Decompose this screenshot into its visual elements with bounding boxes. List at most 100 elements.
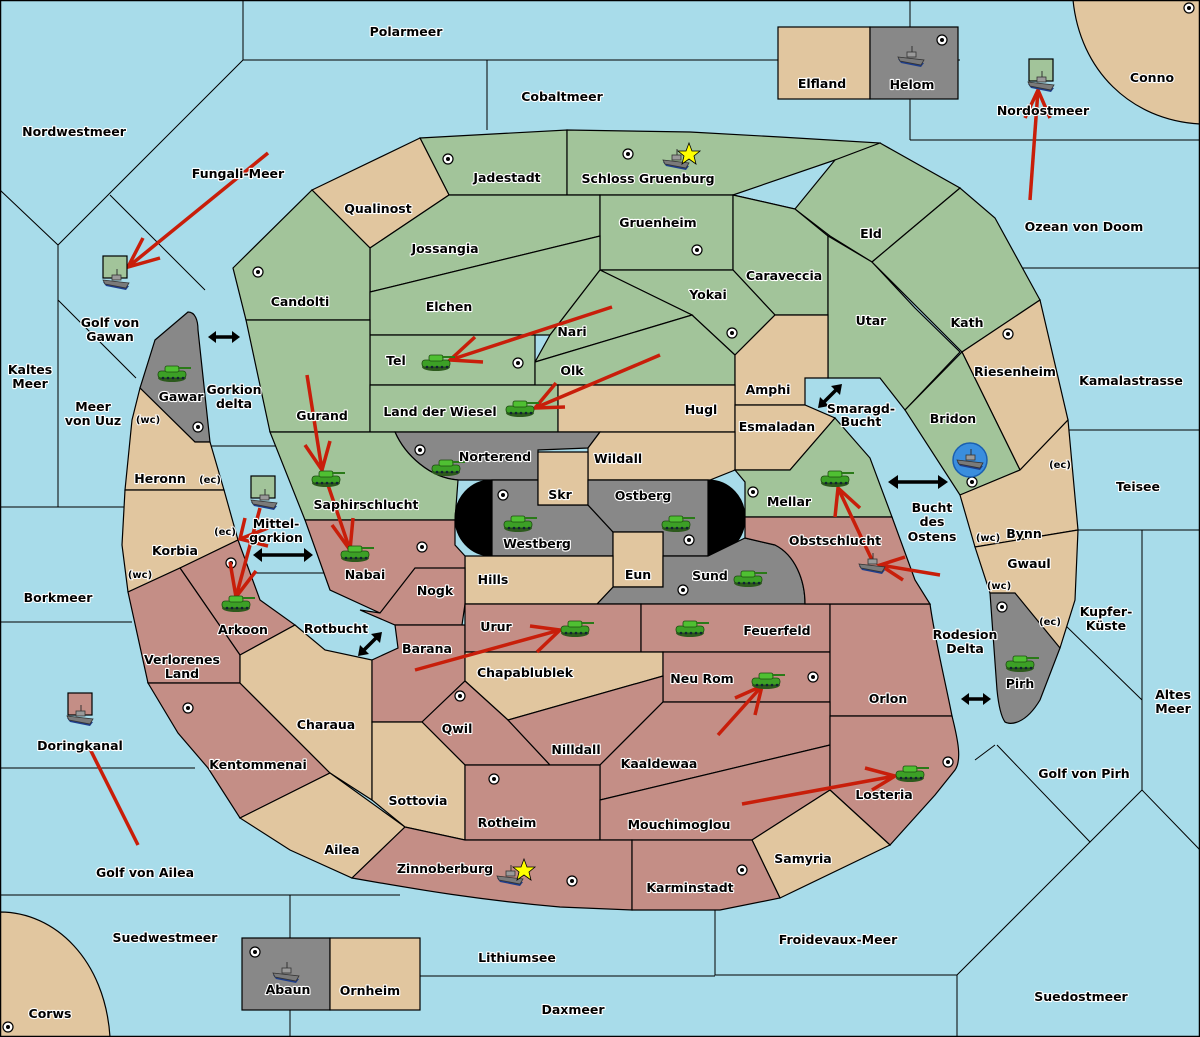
- province-label[interactable]: Zinnoberburg: [396, 860, 494, 877]
- province-label[interactable]: Schloss Gruenburg: [580, 170, 715, 187]
- sea-label[interactable]: Meer: [11, 375, 50, 392]
- sea-label[interactable]: Altes: [1154, 686, 1192, 703]
- coast-label-ec[interactable]: (ec): [198, 474, 222, 487]
- sea-label[interactable]: Rotbucht: [303, 620, 370, 637]
- province-label[interactable]: Mouchimoglou: [626, 816, 731, 833]
- sea-label[interactable]: Küste: [1085, 617, 1127, 634]
- province-label[interactable]: Conno: [1129, 69, 1176, 86]
- province-label[interactable]: Jossangia: [409, 240, 479, 257]
- sea-label[interactable]: Fungali-Meer: [191, 165, 286, 182]
- province-label[interactable]: Eun: [624, 566, 653, 583]
- sea-label[interactable]: Suedwestmeer: [111, 929, 219, 946]
- province-label[interactable]: Hugl: [684, 401, 719, 418]
- coast-label-wc[interactable]: (wc): [135, 414, 161, 427]
- sea-label[interactable]: Nordostmeer: [996, 102, 1091, 119]
- province-label[interactable]: Charaua: [296, 716, 357, 733]
- province-label[interactable]: Wildall: [593, 450, 644, 467]
- province-label[interactable]: Yokai: [687, 286, 728, 303]
- sea-label[interactable]: Meer: [74, 398, 113, 415]
- province-label[interactable]: Urur: [479, 618, 513, 635]
- sea-label[interactable]: Froidevaux-Meer: [778, 931, 900, 948]
- sea-label[interactable]: Gawan: [85, 328, 135, 345]
- province-label[interactable]: Kath: [949, 314, 984, 331]
- province-label[interactable]: Elfland: [797, 75, 848, 92]
- sea-label[interactable]: Gorkion: [205, 381, 262, 398]
- province-label[interactable]: Nogk: [416, 582, 455, 599]
- sea-label[interactable]: Ostens: [906, 528, 957, 545]
- sea-label[interactable]: Doringkanal: [36, 737, 124, 754]
- province-label[interactable]: Obstschlucht: [788, 532, 882, 549]
- province-label[interactable]: Gawar: [157, 388, 205, 405]
- sea-label[interactable]: gorkion: [248, 529, 304, 546]
- province-label[interactable]: Arkoon: [217, 621, 269, 638]
- province-label[interactable]: Corws: [27, 1005, 72, 1022]
- province-mellar[interactable]: [733, 417, 893, 518]
- coast-label-wc[interactable]: (wc): [127, 569, 153, 582]
- province-label[interactable]: Amphi: [744, 381, 791, 398]
- sea-label[interactable]: Meer: [1154, 700, 1193, 717]
- sea-label[interactable]: Suedostmeer: [1033, 988, 1130, 1005]
- province-label[interactable]: Land: [164, 665, 200, 682]
- province-label[interactable]: Barana: [401, 640, 453, 657]
- province-label[interactable]: Feuerfeld: [742, 622, 811, 639]
- sea-label[interactable]: des: [918, 513, 945, 530]
- province-label[interactable]: Qualinost: [343, 200, 413, 217]
- province-label[interactable]: Sund: [691, 567, 729, 584]
- province-label[interactable]: Land der Wiesel: [382, 403, 497, 420]
- province-label[interactable]: Hills: [477, 571, 510, 588]
- sea-label[interactable]: Golf von Pirh: [1037, 765, 1131, 782]
- province-label[interactable]: Nabai: [344, 566, 387, 583]
- sea-label[interactable]: Lithiumsee: [477, 949, 557, 966]
- province-elfland[interactable]: [777, 26, 871, 100]
- province-label[interactable]: Utar: [855, 312, 889, 329]
- sea-label[interactable]: Golf von Ailea: [95, 864, 195, 881]
- province-obstschlucht[interactable]: [744, 516, 932, 605]
- sea-label[interactable]: Golf von: [80, 314, 141, 331]
- coast-label-ec[interactable]: (ec): [1038, 616, 1062, 629]
- coast-label-ec[interactable]: (ec): [1048, 459, 1072, 472]
- province-label[interactable]: Jadestadt: [471, 169, 542, 186]
- sea-label[interactable]: Teisee: [1115, 478, 1161, 495]
- province-label[interactable]: Orlon: [868, 690, 909, 707]
- sea-label[interactable]: Bucht: [840, 413, 883, 430]
- sea-label[interactable]: Borkmeer: [23, 589, 95, 606]
- sea-label[interactable]: Delta: [945, 640, 985, 657]
- sea-label[interactable]: Bucht: [911, 499, 954, 516]
- province-label[interactable]: Bynn: [1005, 525, 1043, 542]
- province-label[interactable]: Sottovia: [387, 792, 448, 809]
- province-label[interactable]: Candolti: [270, 293, 331, 310]
- coast-label-wc[interactable]: (wc): [975, 532, 1001, 545]
- province-label[interactable]: Heronn: [133, 470, 187, 487]
- province-label[interactable]: Bridon: [929, 410, 978, 427]
- province-nogk[interactable]: [359, 567, 466, 626]
- province-gruenheim[interactable]: [599, 194, 734, 271]
- province-label[interactable]: Karminstadt: [645, 879, 734, 896]
- province-label[interactable]: Losteria: [854, 786, 914, 803]
- province-label[interactable]: Mellar: [766, 493, 813, 510]
- province-label[interactable]: Rotheim: [476, 814, 537, 831]
- province-bynn[interactable]: [959, 418, 1079, 548]
- sea-label[interactable]: Nordwestmeer: [21, 123, 128, 140]
- sea-label[interactable]: Cobaltmeer: [520, 88, 605, 105]
- sea-label[interactable]: Kupfer-: [1079, 603, 1134, 620]
- sea-label[interactable]: Polarmeer: [369, 23, 445, 40]
- province-label[interactable]: Samyria: [773, 850, 833, 867]
- province-label[interactable]: Elchen: [425, 298, 474, 315]
- province-label[interactable]: Saphirschlucht: [312, 496, 419, 513]
- province-label[interactable]: Kentommenai: [208, 756, 308, 773]
- province-label[interactable]: Riesenheim: [973, 363, 1057, 380]
- province-label[interactable]: Nari: [556, 323, 588, 340]
- province-karminstadt[interactable]: [631, 839, 781, 911]
- province-label[interactable]: Verlorenes: [143, 651, 221, 668]
- province-label[interactable]: Caraveccia: [745, 267, 824, 284]
- province-label[interactable]: Ostberg: [614, 487, 673, 504]
- province-label[interactable]: Skr: [547, 486, 574, 503]
- coast-label-ec[interactable]: (ec): [213, 526, 237, 539]
- province-label[interactable]: Helom: [888, 76, 935, 93]
- province-label[interactable]: Norterend: [458, 448, 532, 465]
- sea-label[interactable]: Rodesion: [931, 626, 998, 643]
- coast-label-wc[interactable]: (wc): [986, 580, 1012, 593]
- province-kath[interactable]: [871, 187, 1041, 353]
- province-label[interactable]: Abaun: [264, 981, 311, 998]
- province-label[interactable]: Korbia: [151, 542, 199, 559]
